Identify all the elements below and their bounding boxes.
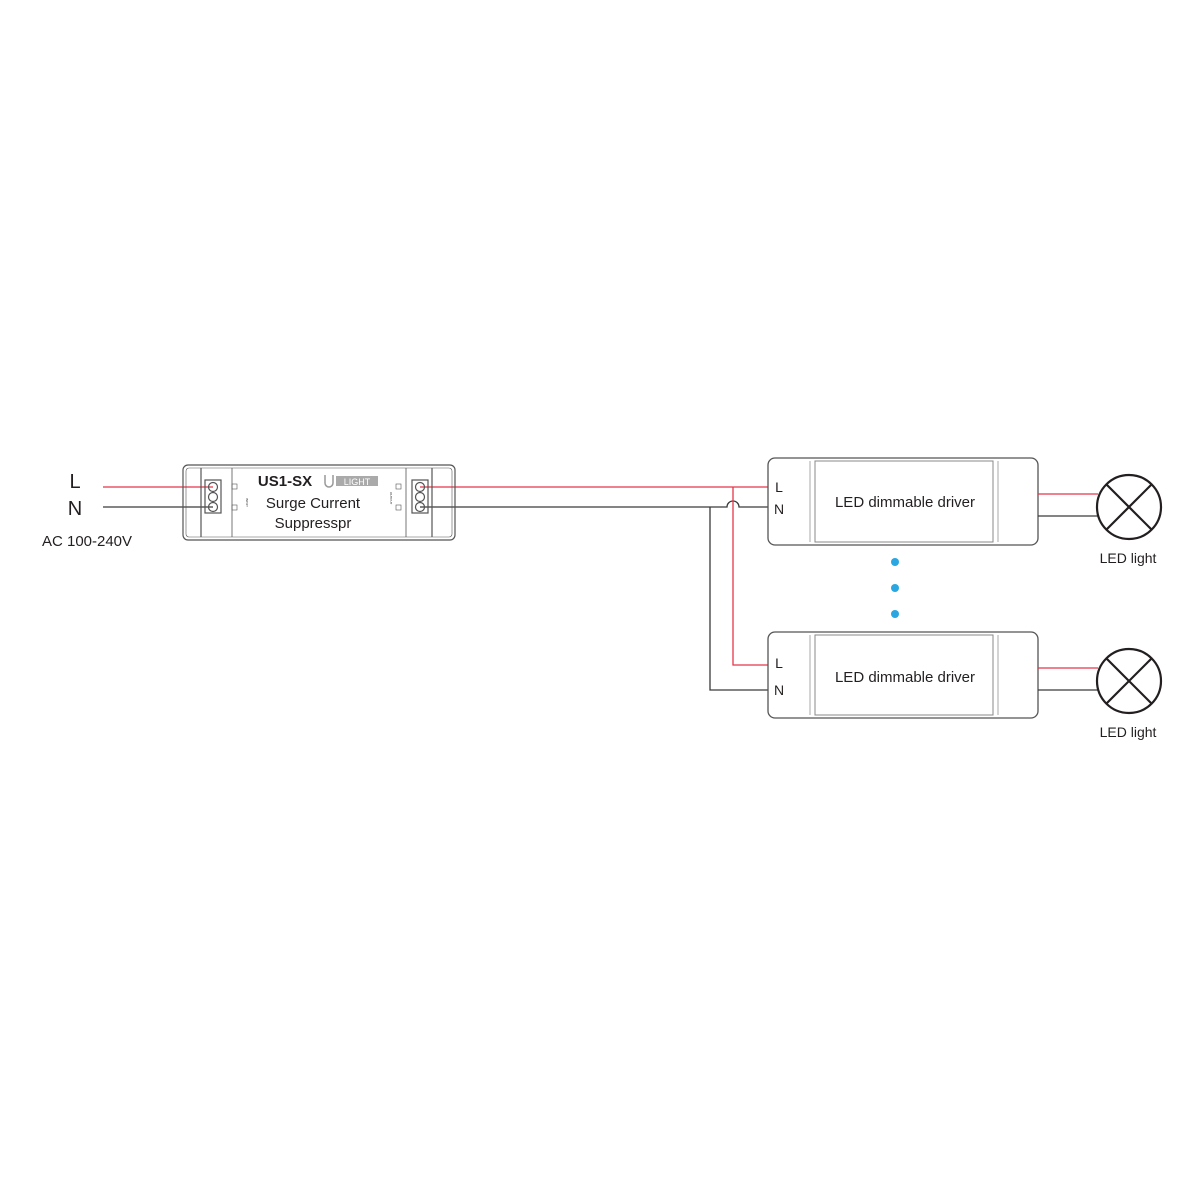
driver-1-n-label: N	[774, 501, 784, 517]
input-n-label: N	[68, 498, 82, 520]
driver-1-label: LED dimmable driver	[835, 494, 975, 511]
driver-2-l-label: L	[775, 655, 783, 671]
output-terminal-block	[411, 479, 429, 514]
driver-2-n-label: N	[774, 682, 784, 698]
branch-live-wire	[732, 487, 768, 666]
input-l-label: L	[69, 471, 80, 493]
output-tag: OUTPUT	[389, 492, 393, 505]
suppressor-name-line1: Surge Current	[266, 495, 361, 512]
input-voltage-label: AC 100-240V	[42, 533, 132, 550]
branch-neutral-wire	[709, 507, 768, 691]
led-light-1-icon	[1095, 473, 1163, 541]
led-light-2-label: LED light	[1100, 724, 1157, 740]
suppressor-name-line2: Suppresspr	[275, 515, 352, 532]
svg-text:LIGHT: LIGHT	[344, 477, 371, 487]
driver-1-l-label: L	[775, 479, 783, 495]
input-terminal-block	[204, 479, 222, 514]
led-driver-1: L N LED dimmable driver LED light	[767, 457, 1163, 566]
input-tag: INPUT	[245, 498, 249, 507]
suppressor-model: US1-SX	[258, 473, 312, 490]
ulight-logo: LIGHT	[324, 475, 378, 488]
output-neutral-wire	[420, 500, 768, 508]
surge-suppressor	[182, 464, 456, 541]
led-light-1-label: LED light	[1100, 550, 1157, 566]
led-light-2-icon	[1095, 647, 1163, 715]
more-drivers-ellipsis	[891, 558, 899, 618]
led-driver-2: L N LED dimmable driver LED light	[767, 631, 1163, 740]
driver-2-label: LED dimmable driver	[835, 669, 975, 686]
